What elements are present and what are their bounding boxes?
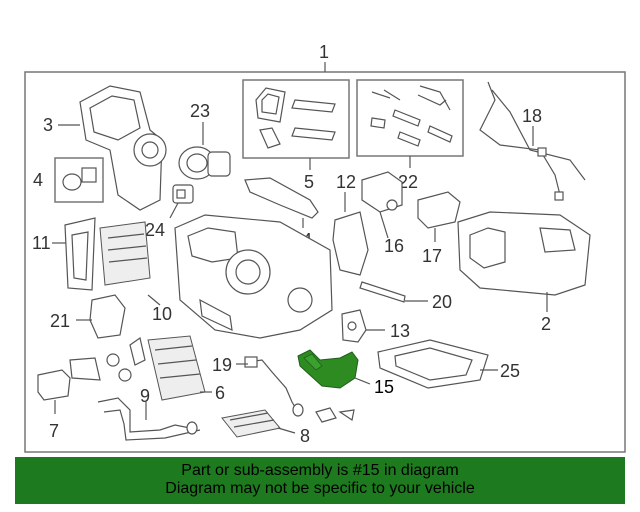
callout-16: 16 [384, 236, 404, 256]
callout-22: 22 [398, 172, 418, 192]
callout-8: 8 [300, 426, 310, 446]
part-17-actuator [417, 191, 461, 229]
part-6-evaporator [147, 335, 206, 401]
callout-4: 4 [33, 170, 43, 190]
part-misc-fittings [69, 336, 146, 382]
part-23-blower-motor [178, 146, 231, 180]
part-12-door [332, 211, 369, 276]
leader-24 [169, 202, 179, 219]
callout-25: 25 [500, 361, 520, 381]
part-24-actuator [172, 184, 194, 204]
callout-10: 10 [152, 304, 172, 324]
part-3-blower-housing [79, 85, 167, 211]
callout-18: 18 [522, 106, 542, 126]
leader-16 [379, 211, 389, 239]
part-20-seal-strip [359, 281, 406, 303]
callout-15: 15 [374, 377, 394, 397]
part-4-resistor [62, 167, 97, 191]
part-22-hoses [370, 85, 453, 147]
callout-17: 17 [422, 246, 442, 266]
banner-line-2: Diagram may not be specific to your vehi… [165, 480, 475, 497]
leader-10 [147, 294, 161, 306]
part-2-case [457, 211, 591, 296]
part-13-actuator [341, 309, 367, 343]
part-19-hose [244, 356, 304, 417]
callout-9: 9 [140, 386, 150, 406]
part-18-wire-harness [479, 81, 586, 201]
callout-7: 7 [49, 421, 59, 441]
leader-8 [277, 427, 296, 434]
part-misc-clips [315, 407, 355, 423]
part-4-box [54, 157, 104, 203]
callout-21: 21 [50, 311, 70, 331]
part-9-tubes [97, 397, 201, 441]
part-21-actuator [89, 294, 126, 339]
part-25-frame [377, 339, 489, 389]
part-15-highlighted [297, 349, 359, 389]
part-11-seal [64, 217, 96, 291]
callout-19: 19 [212, 355, 232, 375]
part-16-actuator [361, 171, 403, 213]
part-14-bracket [244, 177, 319, 219]
callout-23: 23 [190, 101, 210, 121]
callout-3: 3 [43, 115, 53, 135]
part-8-cabin-filter [221, 409, 281, 438]
banner-line-1: Part or sub-assembly is #15 in diagram [181, 462, 459, 479]
callout-24: 24 [145, 220, 165, 240]
group-box-5 [242, 79, 350, 159]
info-banner: Part or sub-assembly is #15 in diagram D… [15, 457, 625, 504]
callout-13: 13 [390, 321, 410, 341]
part-10-heater-core [99, 221, 151, 286]
part-main-hvac-case [174, 214, 333, 339]
callout-6: 6 [215, 383, 225, 403]
callout-20: 20 [432, 292, 452, 312]
part-7-bracket [37, 369, 71, 401]
callout-11: 11 [32, 233, 51, 253]
callout-1: 1 [319, 42, 329, 62]
leader-15 [354, 377, 371, 385]
callout-5: 5 [304, 172, 314, 192]
part-5-filters [255, 87, 336, 149]
callout-12: 12 [336, 172, 356, 192]
callout-2: 2 [541, 314, 551, 334]
